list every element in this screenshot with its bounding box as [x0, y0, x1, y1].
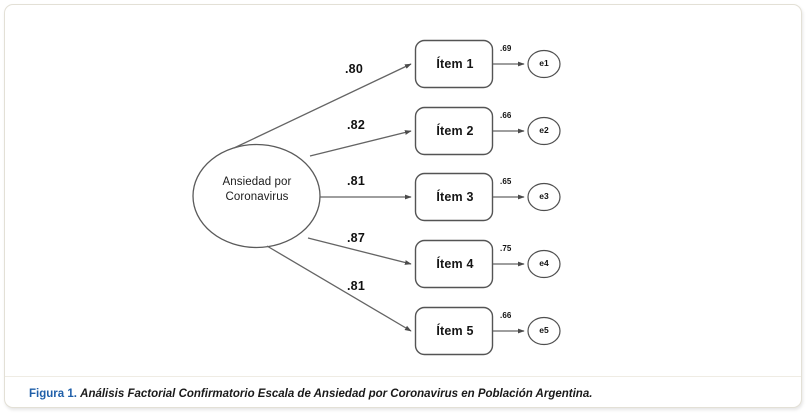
error-label-3: e3: [539, 191, 549, 201]
cfa-path-diagram: Ansiedad por Coronavirus Ítem 1 Ítem 2 Í…: [192, 39, 561, 356]
path-diagram-canvas: [192, 39, 561, 356]
panel-frame: [4, 4, 802, 408]
item-box-4: [414, 239, 494, 289]
error-circle-2: [527, 116, 561, 146]
residual-label-2: .66: [500, 111, 512, 120]
item-box-2: [414, 106, 494, 156]
item-box-1: [414, 39, 494, 89]
residual-label-5: .66: [500, 311, 512, 320]
caption-divider: [5, 376, 801, 377]
error-label-5: e5: [539, 325, 549, 335]
latent-factor-label-line1: Ansiedad por: [222, 176, 292, 188]
item-label-2: Ítem 2: [436, 124, 474, 138]
loading-label-2: .82: [347, 118, 365, 132]
item-box-3: [414, 172, 494, 222]
item-box-5: [414, 306, 494, 356]
path-loading-4: [307, 237, 412, 265]
error-label-1: e1: [539, 58, 549, 68]
latent-factor-label: Ansiedad por Coronavirus: [193, 175, 321, 205]
loading-label-5: .81: [347, 279, 365, 293]
figure-caption-number: Figura 1.: [29, 388, 77, 400]
residual-label-1: .69: [500, 44, 512, 53]
error-circle-1: [527, 49, 561, 79]
latent-factor-label-line2: Coronavirus: [225, 191, 289, 203]
error-circle-4: [527, 249, 561, 279]
error-label-4: e4: [539, 258, 549, 268]
residual-label-4: .75: [500, 244, 512, 253]
loading-label-4: .87: [347, 231, 365, 245]
figure-caption: Figura 1. Análisis Factorial Confirmator…: [29, 386, 779, 402]
path-loading-2: [309, 130, 412, 157]
residual-label-3: .65: [500, 177, 512, 186]
error-circle-3: [527, 182, 561, 212]
item-label-3: Ítem 3: [436, 190, 474, 204]
figure-caption-text: Análisis Factorial Confirmatorio Escala …: [80, 388, 593, 400]
path-loading-5: [266, 245, 412, 332]
error-circle-5: [527, 316, 561, 346]
item-label-4: Ítem 4: [436, 257, 474, 271]
latent-factor-circle: [192, 143, 321, 249]
item-label-1: Ítem 1: [436, 57, 474, 71]
loading-label-3: .81: [347, 174, 365, 188]
item-label-5: Ítem 5: [436, 324, 474, 338]
path-loading-1: [233, 63, 412, 149]
loading-label-1: .80: [345, 62, 363, 76]
error-label-2: e2: [539, 125, 549, 135]
